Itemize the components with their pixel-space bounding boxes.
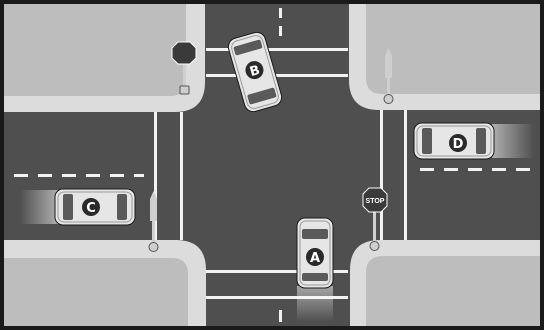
crosswalk-north [206, 48, 348, 77]
car-a: A [296, 217, 334, 322]
yield-sign-northeast [383, 48, 394, 104]
lane-dashes-east [420, 168, 530, 171]
car-c: C [20, 188, 136, 226]
car-b: B [227, 31, 283, 113]
corner-block-bottom-left [4, 240, 206, 326]
lane-dashes-north [279, 8, 282, 36]
lane-dashes-south [279, 310, 282, 322]
car-c-label: C [86, 201, 96, 216]
crosswalk-west [154, 112, 183, 240]
car-b-label: B [248, 63, 262, 80]
stop-sign-northwest [171, 41, 197, 95]
corner-block-top-right [349, 4, 540, 110]
crosswalk-south [206, 270, 348, 299]
car-d: D [413, 122, 534, 160]
crosswalk-east [380, 110, 407, 240]
corner-block-top-left [4, 4, 205, 112]
yield-sign-southwest [148, 191, 159, 252]
stop-sign-label: STOP [366, 198, 385, 205]
corner-block-bottom-right [350, 240, 540, 326]
lane-dashes-west [14, 174, 144, 177]
stop-sign-southeast: STOP [362, 187, 388, 251]
car-d-label: D [453, 137, 464, 152]
car-a-label: A [310, 251, 320, 266]
